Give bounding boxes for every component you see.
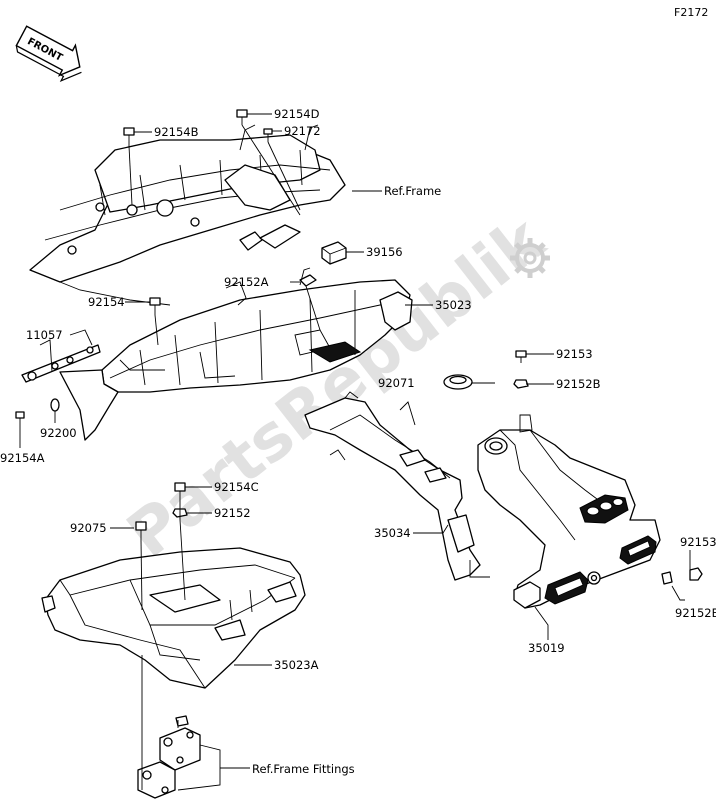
turn-signal-left: [544, 571, 589, 605]
callout-92200: 92200: [40, 426, 77, 440]
rear-frame: [29, 124, 346, 306]
callout-92153-right: 92153: [680, 535, 716, 549]
callout-92075: 92075: [70, 521, 107, 535]
part-92153-right: [689, 567, 703, 581]
part-11057: [21, 339, 101, 383]
part-92154B: [123, 127, 135, 146]
part-35023A: [41, 547, 306, 689]
callout-35019: 35019: [528, 641, 565, 655]
part-92152A: [299, 274, 317, 287]
figure-number: F2172: [674, 6, 708, 19]
callout-35023: 35023: [435, 298, 472, 312]
callout-35034: 35034: [374, 526, 411, 540]
part-39156: [321, 241, 347, 265]
callout-92154: 92154: [88, 295, 125, 309]
part-35034: [304, 391, 481, 581]
part-92071: [443, 374, 473, 390]
part-92154C: [174, 482, 186, 498]
callout-92152A: 92152A: [224, 275, 269, 289]
callout-35023A: 35023A: [274, 658, 319, 672]
frame-fittings: [137, 715, 201, 799]
part-92154: [149, 297, 161, 315]
gear-icon: [510, 238, 550, 278]
part-92075: [135, 521, 147, 540]
callout-92154D: 92154D: [274, 107, 320, 121]
callout-39156: 39156: [366, 245, 403, 259]
part-35023: [59, 267, 413, 441]
callout-92152: 92152: [214, 506, 251, 520]
part-35019: [477, 414, 661, 609]
callout-92154C: 92154C: [214, 480, 259, 494]
part-92154A: [15, 411, 25, 435]
part-92172: [263, 128, 273, 142]
callout-92154B: 92154B: [154, 125, 199, 139]
callout-labels: 92154D 92172 92154B Ref.Frame 39156 9215…: [0, 107, 716, 776]
front-arrow: FRONT: [15, 25, 82, 82]
turn-signal-right: [619, 535, 657, 565]
part-92154D: [236, 109, 248, 125]
callout-11057: 11057: [26, 328, 63, 342]
callout-92153-top: 92153: [556, 347, 593, 361]
callout-ref-frame-fittings: Ref.Frame Fittings: [252, 762, 355, 776]
tail-light-lens: [579, 494, 629, 524]
callout-ref-frame: Ref.Frame: [384, 184, 441, 198]
callout-92172: 92172: [284, 124, 321, 138]
leader-lines: [19, 113, 691, 791]
part-92152B-top: [513, 379, 529, 389]
part-92200: [50, 398, 60, 412]
callout-92071: 92071: [378, 376, 415, 390]
part-92152B-right: [661, 571, 673, 585]
part-92153-top: [515, 350, 527, 363]
callout-92152B-top: 92152B: [556, 377, 601, 391]
callout-92154A: 92154A: [0, 451, 45, 465]
callout-92152B-right: 92152B: [675, 606, 716, 620]
